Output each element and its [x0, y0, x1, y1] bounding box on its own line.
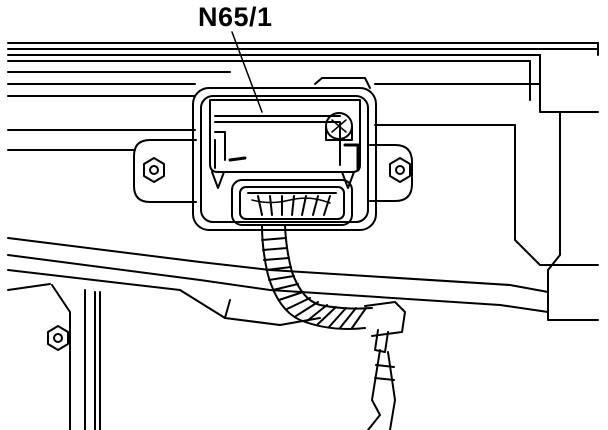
right-bolt-icon — [389, 157, 411, 183]
right-panel — [514, 42, 599, 321]
right-mounting-tab — [369, 144, 413, 202]
wire-harness — [261, 224, 373, 330]
callout-leader-line — [231, 31, 263, 113]
callout-label: N65/1 — [198, 2, 273, 32]
left-mounting-tab — [133, 139, 197, 203]
harness-end-connector — [364, 301, 406, 430]
lower-left-bolt-icon — [47, 325, 69, 351]
control-unit-housing — [192, 77, 377, 231]
lower-left-bracket — [7, 283, 101, 430]
body-rails — [7, 42, 599, 151]
left-bolt-icon — [143, 157, 165, 183]
connector-plug — [231, 179, 353, 226]
lower-beam — [7, 237, 549, 326]
